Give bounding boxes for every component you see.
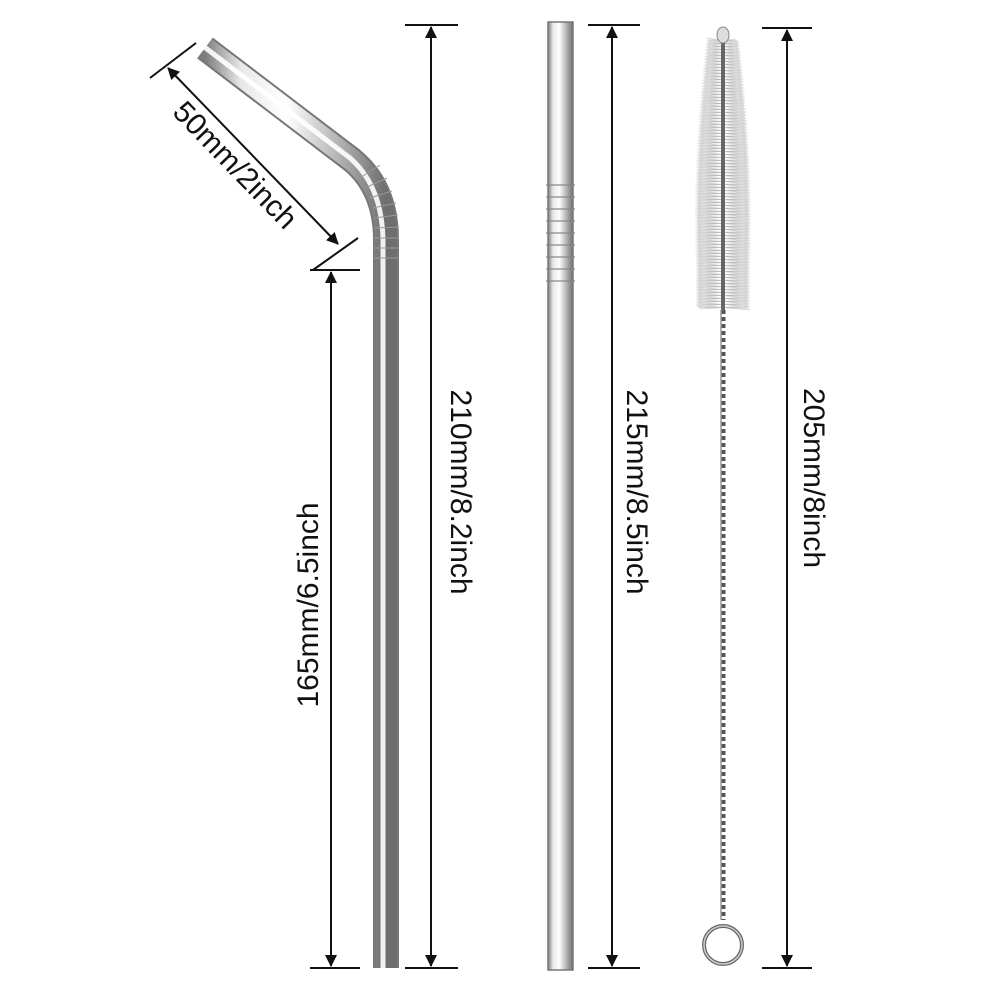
dimension-bent-total: 210mm/8.2inch xyxy=(405,24,477,969)
dimension-bent-lower: 165mm/6.5inch xyxy=(292,269,360,969)
dimension-label-bent-total: 210mm/8.2inch xyxy=(444,389,477,594)
dimension-label-bent-lower: 165mm/6.5inch xyxy=(292,502,325,707)
bent-straw xyxy=(197,37,400,968)
dimension-label-brush-total: 205mm/8inch xyxy=(797,388,830,568)
dimension-straight-total: 215mm/8.5inch xyxy=(588,24,653,969)
straw-rings xyxy=(546,184,575,282)
dimension-label-straight-total: 215mm/8.5inch xyxy=(620,389,653,594)
straight-straw xyxy=(546,21,575,971)
cleaning-brush xyxy=(695,26,751,966)
dimension-brush-total: 205mm/8inch xyxy=(762,27,830,969)
bend-ridges xyxy=(359,164,400,259)
